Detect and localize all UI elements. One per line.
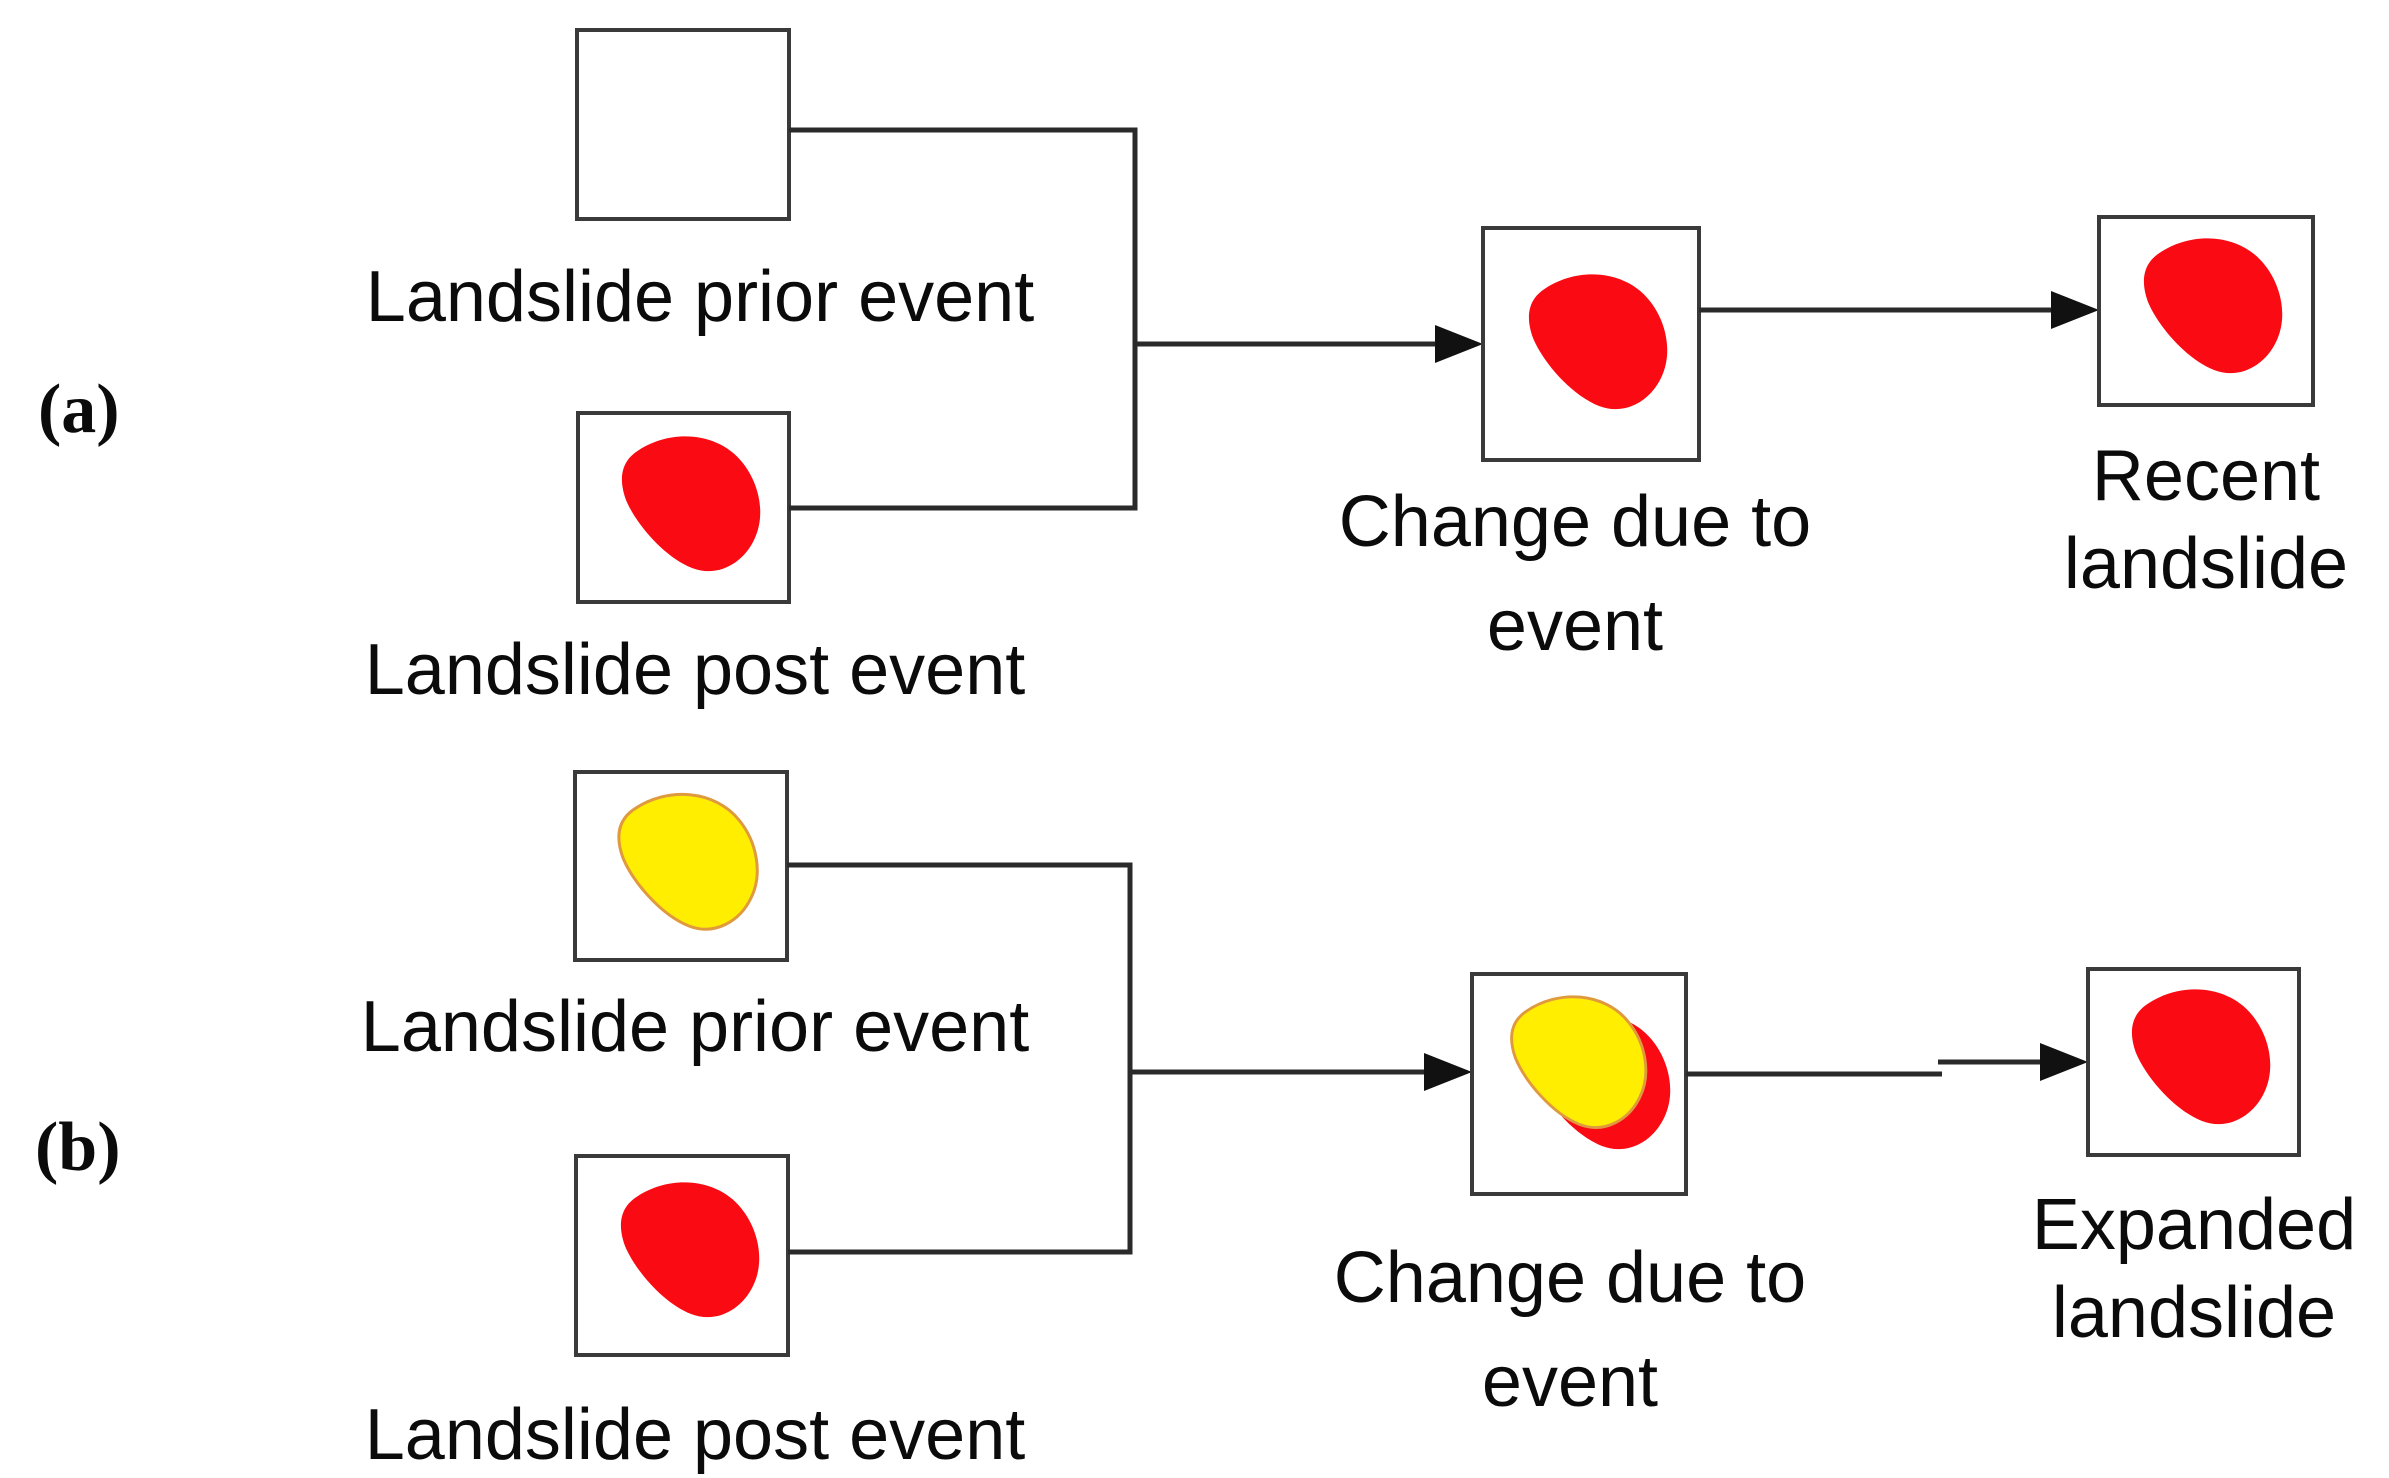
panel-b-diagram	[573, 770, 2301, 1357]
merge-bracket-a	[789, 127, 1138, 511]
result-label-b-line2: landslide	[2051, 1273, 2337, 1353]
result-label-a-line1: Recent	[2091, 436, 2321, 516]
change-label-a-line1: Change due to	[1338, 482, 1812, 562]
change-label-a-line2: event	[1486, 586, 1664, 666]
arrowhead-to-change-b	[1424, 1053, 1472, 1091]
post-event-label-b: Landslide post event	[364, 1395, 1026, 1475]
arrowhead-to-result-b	[2040, 1043, 2088, 1081]
prior-event-box-a	[575, 28, 791, 221]
change-label-b-line2: event	[1481, 1342, 1659, 1422]
arrowhead-to-result-a	[2051, 291, 2099, 329]
result-label-a: Recent landslide	[2064, 432, 2348, 608]
change-label-b-line1: Change due to	[1333, 1238, 1807, 1318]
merge-bracket-b	[787, 862, 1133, 1255]
prior-event-label-b: Landslide prior event	[360, 987, 1030, 1067]
panel-label-b: (b)	[35, 1109, 121, 1186]
result-label-a-line2: landslide	[2063, 524, 2349, 604]
change-label-a: Change due to event	[1339, 470, 1811, 678]
change-label-b: Change due to event	[1334, 1226, 1806, 1434]
arrowhead-to-change-a	[1435, 325, 1483, 363]
prior-event-label-a: Landslide prior event	[365, 257, 1035, 337]
panel-label-a: (a)	[38, 371, 120, 448]
post-event-label-a: Landslide post event	[364, 630, 1026, 710]
result-label-b: Expanded landslide	[2032, 1181, 2356, 1357]
panel-a-diagram	[575, 28, 2315, 604]
result-label-b-line1: Expanded	[2031, 1185, 2357, 1265]
